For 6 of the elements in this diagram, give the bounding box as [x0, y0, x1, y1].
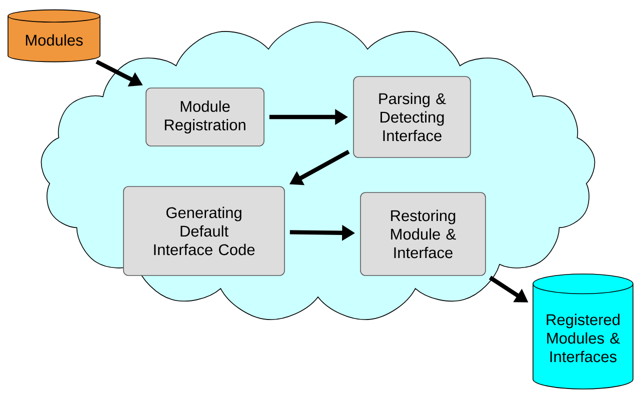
process-box: Restoring Module & Interface	[360, 192, 486, 276]
process-box: Generating Default Interface Code	[123, 186, 285, 276]
process-box: Parsing & Detecting Interface	[353, 76, 471, 158]
cylinder: Registered Modules & Interfaces	[532, 274, 634, 390]
cylinder: Modules	[8, 9, 100, 62]
process-box: Module Registration	[146, 88, 264, 146]
